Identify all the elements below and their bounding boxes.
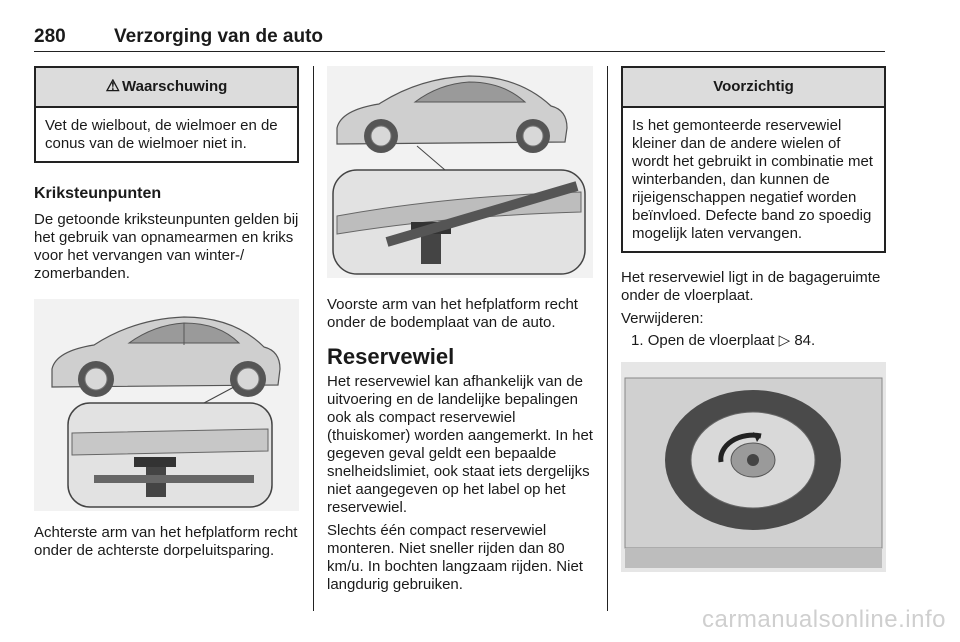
watermark: carmanualsonline.info [702,606,946,633]
paragraph: Slechts één compact reservewiel monteren… [327,522,583,593]
section-heading: Reservewiel [327,344,455,369]
step-number: 1. [631,332,644,349]
warning-title: Waarschuwing [122,78,228,95]
running-title: Verzorging van de auto [114,26,324,47]
figure-rear-jack-point [34,299,299,511]
figure-caption: Voorste arm van het hefplatform recht on… [327,296,578,331]
warning-triangle-icon: ⚠ [105,78,121,95]
figure-spare-wheel [621,362,886,572]
car-front-illustration [327,66,593,278]
list-item: 1. Open de vloerplaat ▷ 84. [621,332,886,350]
column-divider [313,66,314,611]
figure-caption: Achterste arm van het hefplatform recht … [34,524,298,559]
section-heading: Kriksteunpunten [34,185,162,202]
caution-header: Voorzichtig [623,68,884,108]
paragraph: De getoonde kriksteunpunten gelden bij h… [34,211,299,282]
paragraph: Verwijderen: [621,310,704,327]
warning-box: ⚠ Waarschuwing Vet de wielbout, de wielm… [34,66,299,163]
column-middle: Voorste arm van het hefplatform recht on… [327,66,593,594]
warning-header: ⚠ Waarschuwing [36,68,297,108]
page-number: 280 [34,26,66,47]
column-divider [607,66,608,611]
paragraph: Het reservewiel kan afhankelijk van de u… [327,373,593,516]
caution-box: Voorzichtig Is het gemonteerde reservewi… [621,66,886,253]
page-reference: 84. [794,332,816,349]
spare-wheel-illustration [621,362,886,572]
paragraph: Het reservewiel ligt in de bagage­ruimte… [621,269,881,304]
step-text: Open de vloerplaat [647,332,775,349]
figure-front-jack-point [327,66,593,278]
caution-title: Voorzichtig [713,78,794,95]
warning-text: Vet de wielbout, de wielmoer en de conus… [45,117,278,152]
page-header: 280 Verzorging van de auto [34,22,885,52]
car-side-illustration [34,299,299,511]
column-right: Voorzichtig Is het gemonteerde reservewi… [621,66,886,572]
caution-text: Is het gemonteerde reservewiel kleiner d… [632,117,873,242]
column-left: ⚠ Waarschuwing Vet de wielbout, de wielm… [34,66,299,560]
cross-reference-icon: ▷ [778,332,791,349]
